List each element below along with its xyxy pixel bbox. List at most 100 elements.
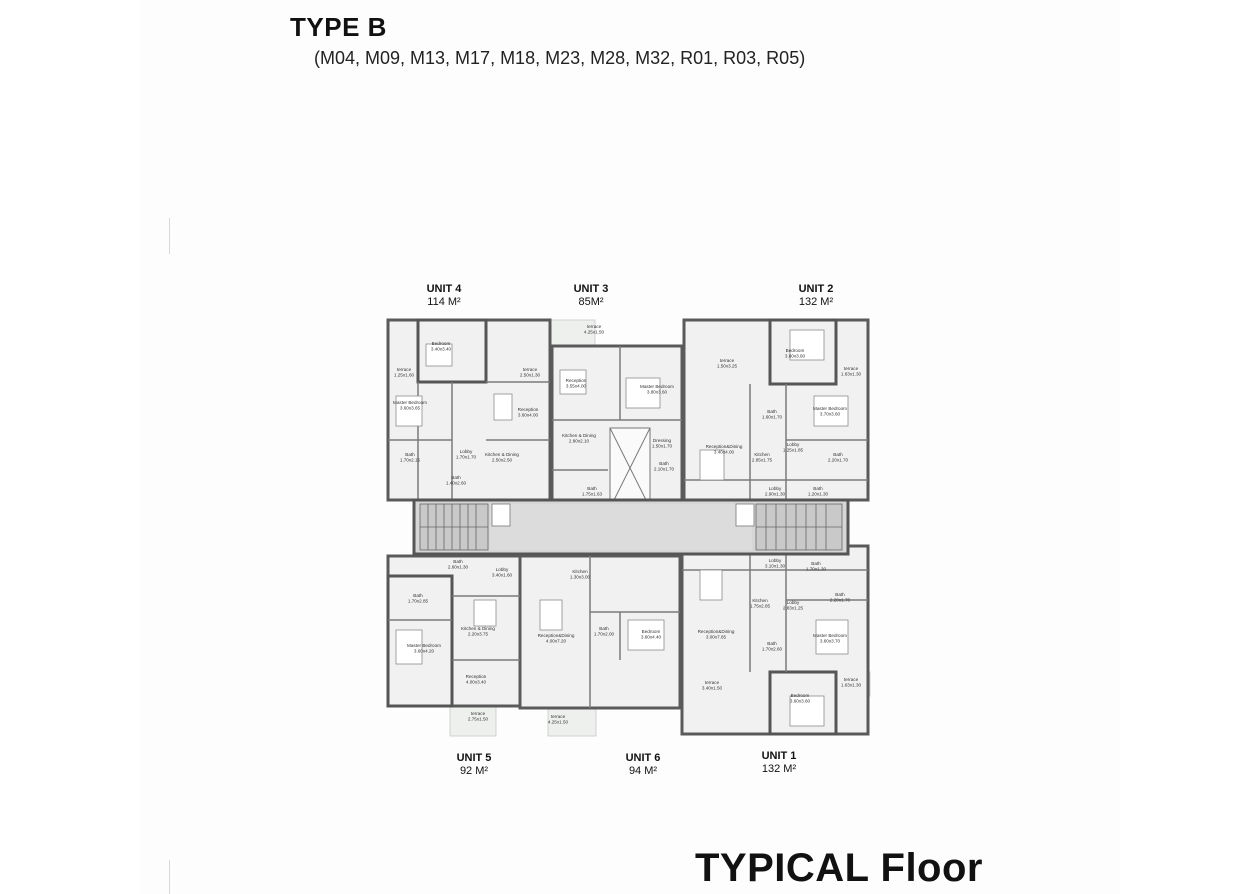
room-name: terrace bbox=[844, 366, 859, 371]
room-name: Kitchen bbox=[572, 569, 588, 574]
room-size: 3.60x4.00 bbox=[518, 413, 539, 418]
bed-furniture bbox=[815, 619, 849, 655]
room-name: Kitchen bbox=[752, 598, 768, 603]
page-edge-mark-bottom bbox=[169, 860, 170, 894]
sofa-furniture bbox=[559, 369, 587, 395]
unit-name: UNIT 1 bbox=[761, 750, 797, 762]
room-name: terrace bbox=[523, 367, 538, 372]
room-name: Bedroom bbox=[791, 693, 810, 698]
room-size: 3.00x7.65 bbox=[706, 635, 727, 640]
room-name: Reception bbox=[566, 378, 587, 383]
room-name: Reception bbox=[518, 407, 539, 412]
room-name: Reception&Dining bbox=[698, 629, 735, 634]
room-name: Bath bbox=[405, 452, 415, 457]
unit-name: UNIT 2 bbox=[798, 283, 834, 295]
room-name: Lobby bbox=[787, 600, 800, 605]
room-name: Bath bbox=[767, 409, 777, 414]
room-name: Bath bbox=[767, 641, 777, 646]
plan-title: TYPE B bbox=[290, 12, 387, 42]
unit-area: 92 M² bbox=[459, 765, 489, 777]
unit-label-1: UNIT 1 132 M² bbox=[724, 750, 834, 776]
room-name: Bedroom bbox=[432, 341, 451, 346]
unit-5-wing bbox=[386, 574, 454, 708]
room-name: Master Bedroom bbox=[640, 384, 674, 389]
room-size: 1.63x1.30 bbox=[841, 683, 862, 688]
room-size: 1.70x2.15 bbox=[400, 458, 421, 463]
room-size: 4.25x1.50 bbox=[548, 720, 569, 725]
room-name: Bath bbox=[413, 593, 423, 598]
room-name: terrace bbox=[397, 367, 412, 372]
room-name: Lobby bbox=[496, 567, 509, 572]
room-name: Bath bbox=[811, 561, 821, 566]
room-size: 2.83x1.25 bbox=[783, 606, 804, 611]
room-name: Kitchen & Dining bbox=[562, 433, 596, 438]
room-size: 1.50x3.25 bbox=[717, 364, 738, 369]
room-size: 3.55x4.00 bbox=[566, 384, 587, 389]
room-name: terrace bbox=[720, 358, 735, 363]
room-name: Reception bbox=[466, 674, 487, 679]
room-size: 3.70x3.60 bbox=[820, 412, 841, 417]
stair-right bbox=[755, 503, 843, 551]
unit-label-3: UNIT 3 85M² bbox=[536, 283, 646, 309]
room-name: Master Bedroom bbox=[407, 643, 441, 648]
bed-furniture bbox=[813, 395, 849, 427]
room-size: 1.40x2.60 bbox=[446, 481, 467, 486]
room-size: 1.63x1.30 bbox=[841, 372, 862, 377]
page-edge-mark-top bbox=[169, 218, 170, 254]
bed-furniture bbox=[425, 343, 453, 367]
bed-furniture bbox=[627, 619, 665, 651]
room-name: Lobby bbox=[460, 449, 473, 454]
room-size: 1.75x1.63 bbox=[582, 492, 603, 497]
room-name: Master Bedroom bbox=[813, 633, 847, 638]
room-name: terrace bbox=[551, 714, 566, 719]
bed-furniture bbox=[395, 629, 423, 665]
room-name: Reception&Dining bbox=[538, 633, 575, 638]
plan-subtitle: (M04, M09, M13, M17, M18, M23, M28, M32,… bbox=[314, 48, 806, 68]
terrace bbox=[449, 705, 497, 737]
room-size: 3.40x3.40 bbox=[431, 347, 452, 352]
room-size: 2.20x1.70 bbox=[830, 598, 851, 603]
room-name: Bath bbox=[451, 475, 461, 480]
unit-area: 85M² bbox=[578, 296, 604, 308]
room-size: 1.75x2.85 bbox=[750, 604, 771, 609]
room-size: 4.00x3.40 bbox=[466, 680, 487, 685]
room-name: terrace bbox=[705, 680, 720, 685]
elevator bbox=[491, 503, 511, 527]
room-size: 1.25x1.85 bbox=[783, 448, 804, 453]
room-name: Lobby bbox=[787, 442, 800, 447]
room-size: 1.50x1.70 bbox=[652, 444, 673, 449]
table-furniture bbox=[699, 449, 725, 481]
room-size: 2.20x1.70 bbox=[828, 458, 849, 463]
unit-area: 132 M² bbox=[761, 763, 797, 775]
room-name: Bath bbox=[587, 486, 597, 491]
room-name: Reception&Dining bbox=[706, 444, 743, 449]
